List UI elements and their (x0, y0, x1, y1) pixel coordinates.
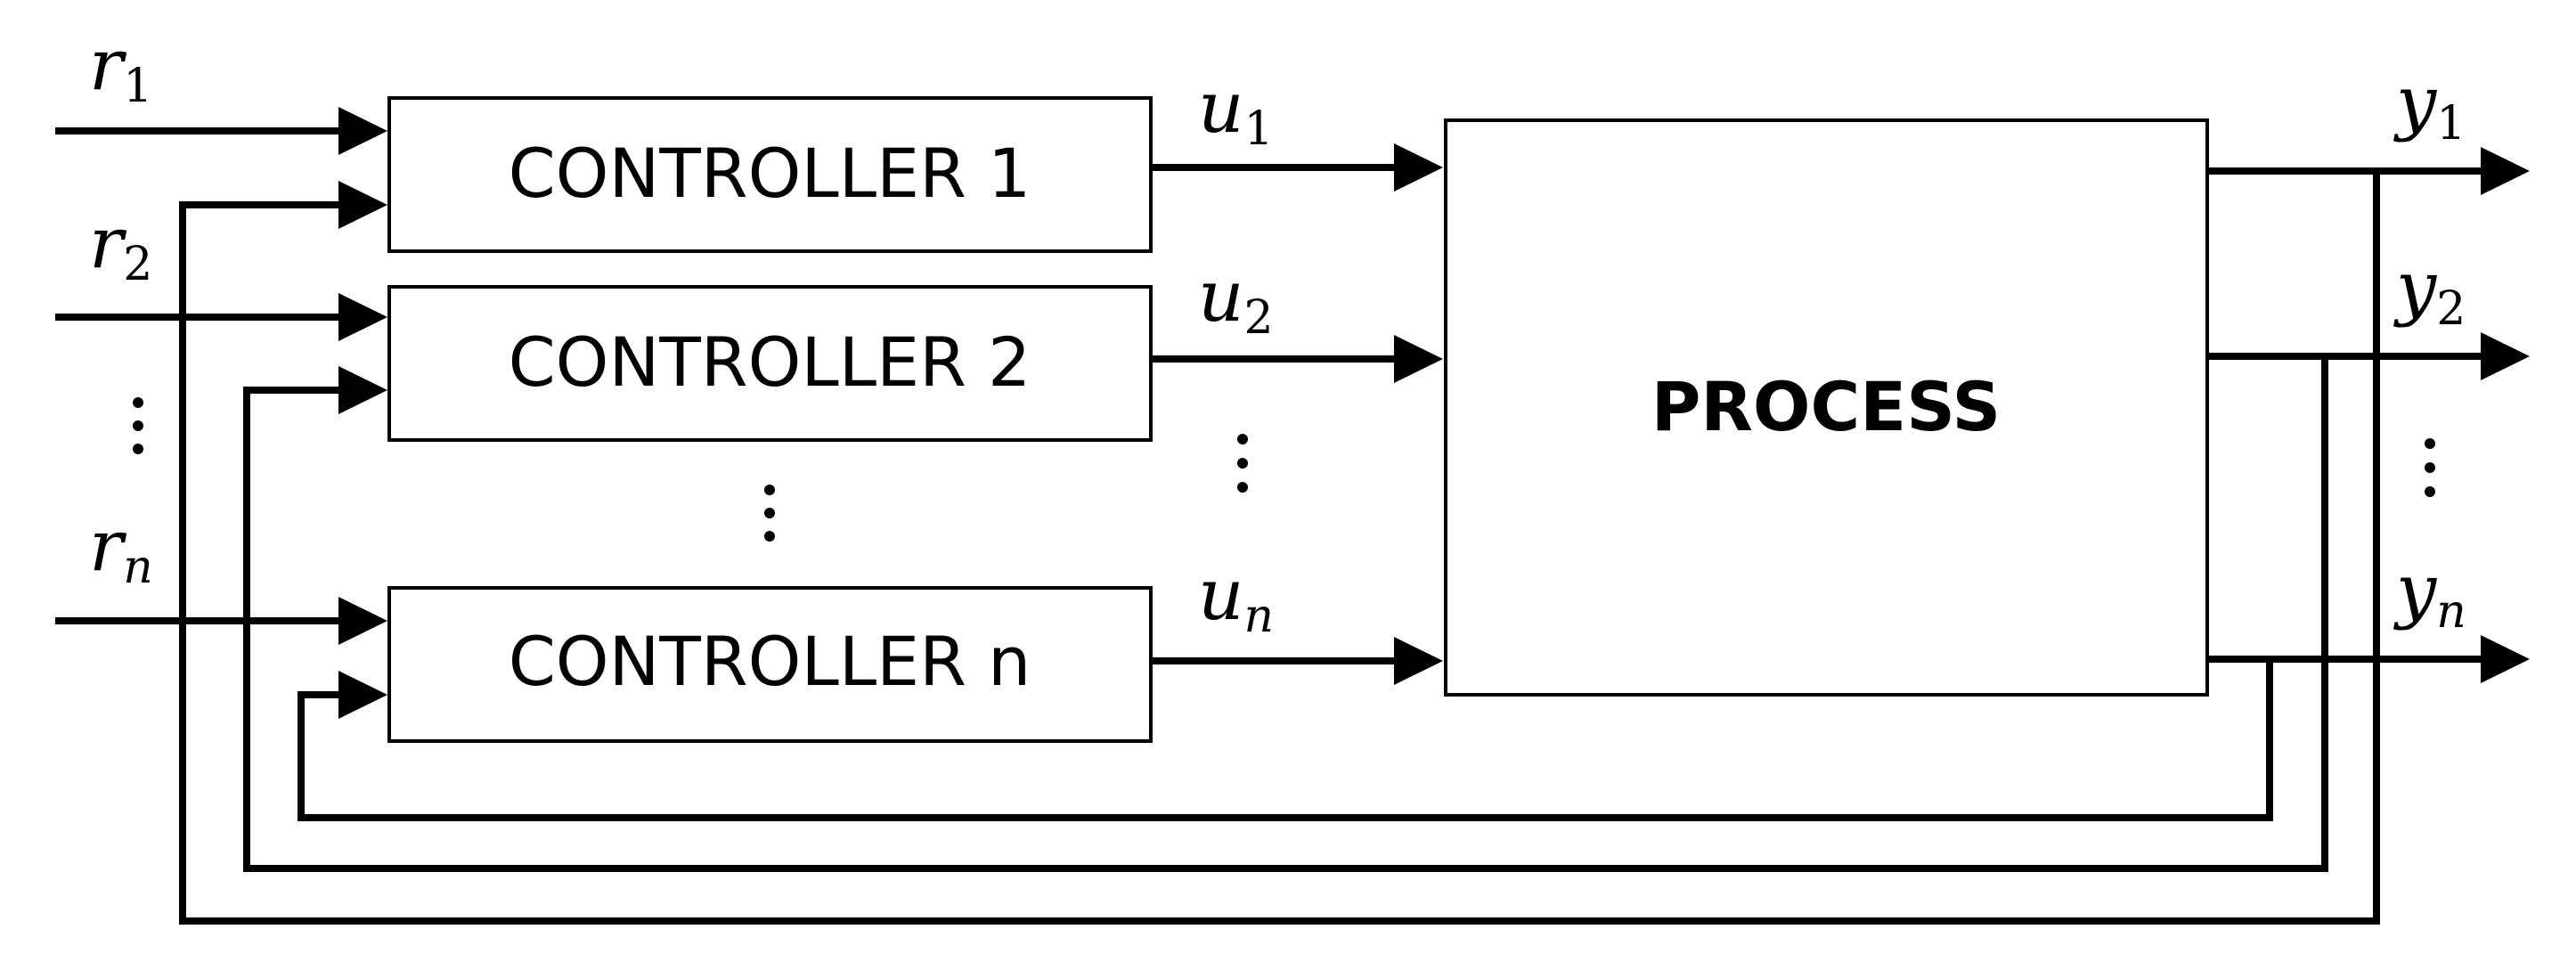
control-label-un: un (1198, 553, 1274, 643)
control-signal-un (1151, 637, 1443, 685)
feedback-loop-y2 (243, 356, 2328, 872)
reference-input-r2 (55, 293, 387, 341)
control-label-u2: u2 (1198, 255, 1274, 345)
process-block: PROCESS (1444, 118, 2209, 697)
output-ellipsis (2425, 438, 2435, 497)
controller-2-label: CONTROLLER 2 (509, 322, 1031, 402)
output-y1 (2207, 147, 2530, 195)
process-label: PROCESS (1651, 367, 2001, 446)
reference-input-rn (55, 597, 387, 645)
reference-label-r1: r1 (89, 23, 152, 113)
output-label-y2: y2 (2393, 246, 2466, 336)
controller-n-label: CONTROLLER n (509, 622, 1031, 701)
feedback-loop-yn (298, 659, 2273, 821)
output-label-yn: yn (2393, 549, 2466, 639)
reference-label-rn: rn (89, 504, 153, 594)
reference-input-r1 (55, 107, 387, 155)
control-signal-ellipsis (1237, 434, 1248, 493)
controller-2-block: CONTROLLER 2 (387, 285, 1153, 442)
output-label-y1: y1 (2393, 61, 2466, 151)
controller-1-label: CONTROLLER 1 (509, 134, 1031, 213)
feedback-loop-y1 (179, 171, 2380, 925)
controller-ellipsis (764, 485, 775, 542)
reference-ellipsis (133, 397, 143, 454)
controller-1-block: CONTROLLER 1 (387, 96, 1153, 253)
control-label-u1: u1 (1198, 66, 1274, 156)
reference-label-r2: r2 (89, 201, 152, 291)
output-y2 (2207, 332, 2530, 380)
output-yn (2207, 635, 2530, 683)
control-signal-u2 (1151, 335, 1443, 383)
controller-n-block: CONTROLLER n (387, 586, 1153, 743)
control-signal-u1 (1151, 143, 1443, 192)
